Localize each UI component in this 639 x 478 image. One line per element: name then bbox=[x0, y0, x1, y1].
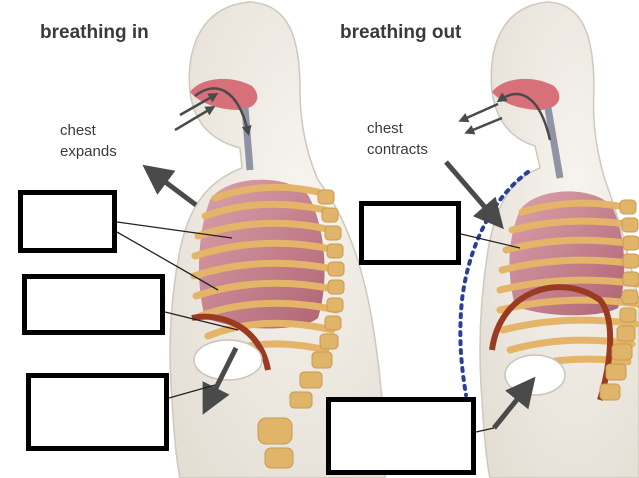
label-box-4[interactable] bbox=[359, 201, 461, 265]
label-box-5[interactable] bbox=[326, 397, 476, 475]
breathing-in-title: breathing in bbox=[40, 22, 149, 44]
label-box-2[interactable] bbox=[22, 274, 165, 335]
label-box-3[interactable] bbox=[26, 373, 169, 451]
left-trachea bbox=[245, 108, 250, 170]
chest-contracts-line-1: chest bbox=[367, 118, 428, 139]
expand-arrow-icon bbox=[152, 172, 196, 205]
air-out-arrow-icon bbox=[462, 104, 498, 120]
label-box-1[interactable] bbox=[18, 190, 117, 253]
chest-expands-line-2: expands bbox=[60, 141, 117, 162]
chest-expands-line-1: chest bbox=[60, 120, 117, 141]
chest-contracts-annotation: chest contracts bbox=[367, 118, 428, 160]
air-out-arrow-icon-2 bbox=[468, 118, 502, 132]
breathing-out-title: breathing out bbox=[340, 22, 461, 44]
right-abdomen bbox=[505, 355, 565, 395]
chest-expands-annotation: chest expands bbox=[60, 120, 117, 162]
chest-contracts-line-2: contracts bbox=[367, 139, 428, 160]
